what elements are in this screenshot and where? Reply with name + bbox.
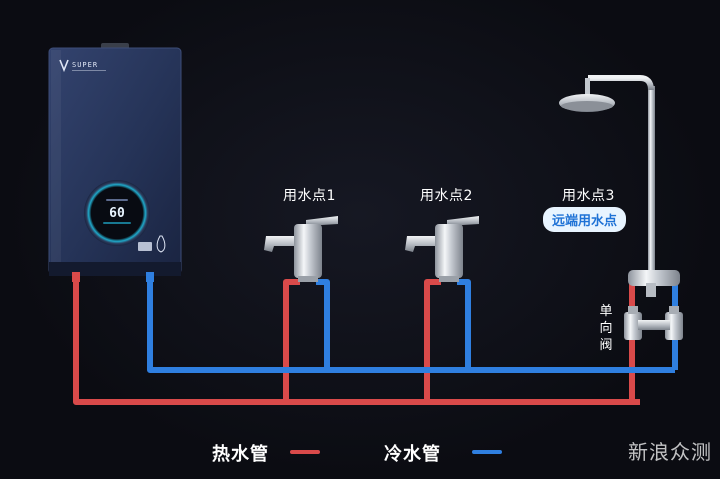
legend-cold-swatch <box>472 450 502 454</box>
check-valve-label: 单向阀 <box>598 303 614 354</box>
legend-hot-label: 热水管 <box>212 444 269 465</box>
hot-pipe-network <box>73 276 640 405</box>
legend-cold-label: 冷水管 <box>384 444 441 465</box>
heater-brand: SUPER <box>72 61 98 69</box>
watermark-logo: 新浪众测 <box>628 440 712 464</box>
shower-icon <box>559 75 680 297</box>
remote-point-badge: 远端用水点 <box>543 207 627 232</box>
check-valve-label-text: 单向阀 <box>599 304 613 353</box>
check-valve-icon <box>624 306 683 340</box>
water-heater-icon: SUPER 60 <box>48 43 182 282</box>
water-point-1-label: 用水点1 <box>283 188 336 204</box>
water-point-2-label: 用水点2 <box>420 188 473 204</box>
legend-hot-swatch <box>290 450 320 454</box>
cold-pipe-network <box>147 276 678 373</box>
faucet-icon <box>264 216 338 282</box>
faucet-icon <box>405 216 479 282</box>
heater-temperature: 60 <box>109 206 125 221</box>
water-point-3-label: 用水点3 <box>562 188 615 204</box>
